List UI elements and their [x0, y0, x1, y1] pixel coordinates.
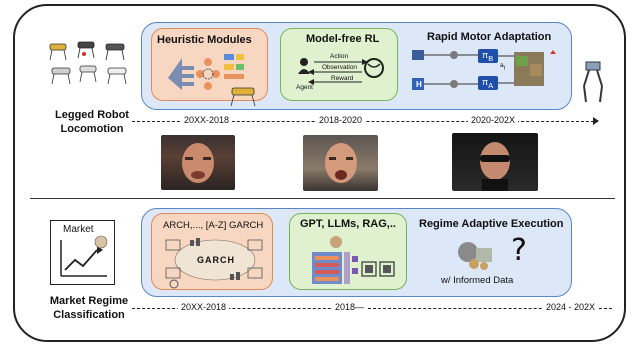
at-sub: t [503, 65, 506, 72]
garch-center-label: GARCH [197, 255, 235, 265]
heuristic-modules-title: Heuristic Modules [157, 34, 252, 46]
rl-reward-label: Reward [331, 75, 354, 82]
at-symbol: a [500, 62, 504, 69]
model-free-rl-title: Model-free RL [306, 33, 380, 45]
garch-title: ARCH,..., [A-Z] GARCH [163, 220, 264, 231]
bottom-timeline-label-3: 2024 - 202X [543, 302, 599, 312]
rma-diagram [412, 49, 556, 90]
side-label-line1: Legged Robot [55, 109, 129, 121]
top-timeline-label-1: 20XX-2018 [181, 115, 233, 125]
legged-robots-image [49, 41, 127, 85]
market-regime-label: Market Regime Classification [39, 294, 139, 322]
side-label-line2: Locomotion [60, 123, 124, 135]
market-side-line1: Market Regime [49, 295, 129, 307]
gpt-llm-diagram [312, 236, 395, 284]
rl-agent-label: Agent [296, 84, 313, 91]
rl-observation-label: Observation [322, 64, 358, 71]
market-icon-label: Market [63, 224, 94, 235]
face-photo-3 [452, 133, 538, 191]
market-chart-icon [60, 235, 108, 277]
pi-bottom-symbol: π [482, 77, 489, 87]
top-timeline-label-3: 2020-202X [468, 115, 519, 125]
regime-icons [458, 242, 492, 270]
rma-title: Rapid Motor Adaptation [427, 31, 552, 43]
rl-action-label: Action [330, 53, 349, 60]
biped-robot-image [583, 61, 603, 103]
pi-top-sub: B [488, 53, 494, 63]
legged-robot-label: Legged Robot Locomotion [42, 108, 142, 136]
outer-frame [13, 4, 626, 342]
pi-top-symbol: π [482, 50, 489, 60]
rma-pi-top: πB [482, 50, 493, 63]
heuristic-modules-diagram [168, 54, 256, 107]
bottom-timeline-label-2: 2018— [332, 302, 368, 312]
gpt-title: GPT, LLMs, RAG,.. [300, 218, 396, 230]
rma-h-label: H [416, 80, 422, 89]
bottom-timeline-line [132, 308, 612, 309]
question-mark: ? [511, 233, 527, 268]
regime-title: Regime Adaptive Execution [419, 218, 564, 230]
face-photo-1 [161, 135, 235, 190]
top-timeline-arrow [593, 117, 599, 125]
top-timeline-label-2: 2018-2020 [316, 115, 366, 125]
rma-at-label: at [500, 62, 505, 71]
regime-note: w/ Informed Data [441, 275, 514, 286]
garch-wordcloud [165, 238, 263, 289]
face-photo-2 [303, 135, 378, 191]
rma-pi-bottom: πA [482, 77, 493, 90]
pi-bottom-sub: A [488, 80, 494, 90]
bottom-timeline-label-1: 20XX-2018 [178, 302, 230, 312]
market-side-line2: Classification [53, 309, 125, 321]
section-divider [30, 198, 615, 199]
rl-loop-diagram [298, 58, 384, 85]
